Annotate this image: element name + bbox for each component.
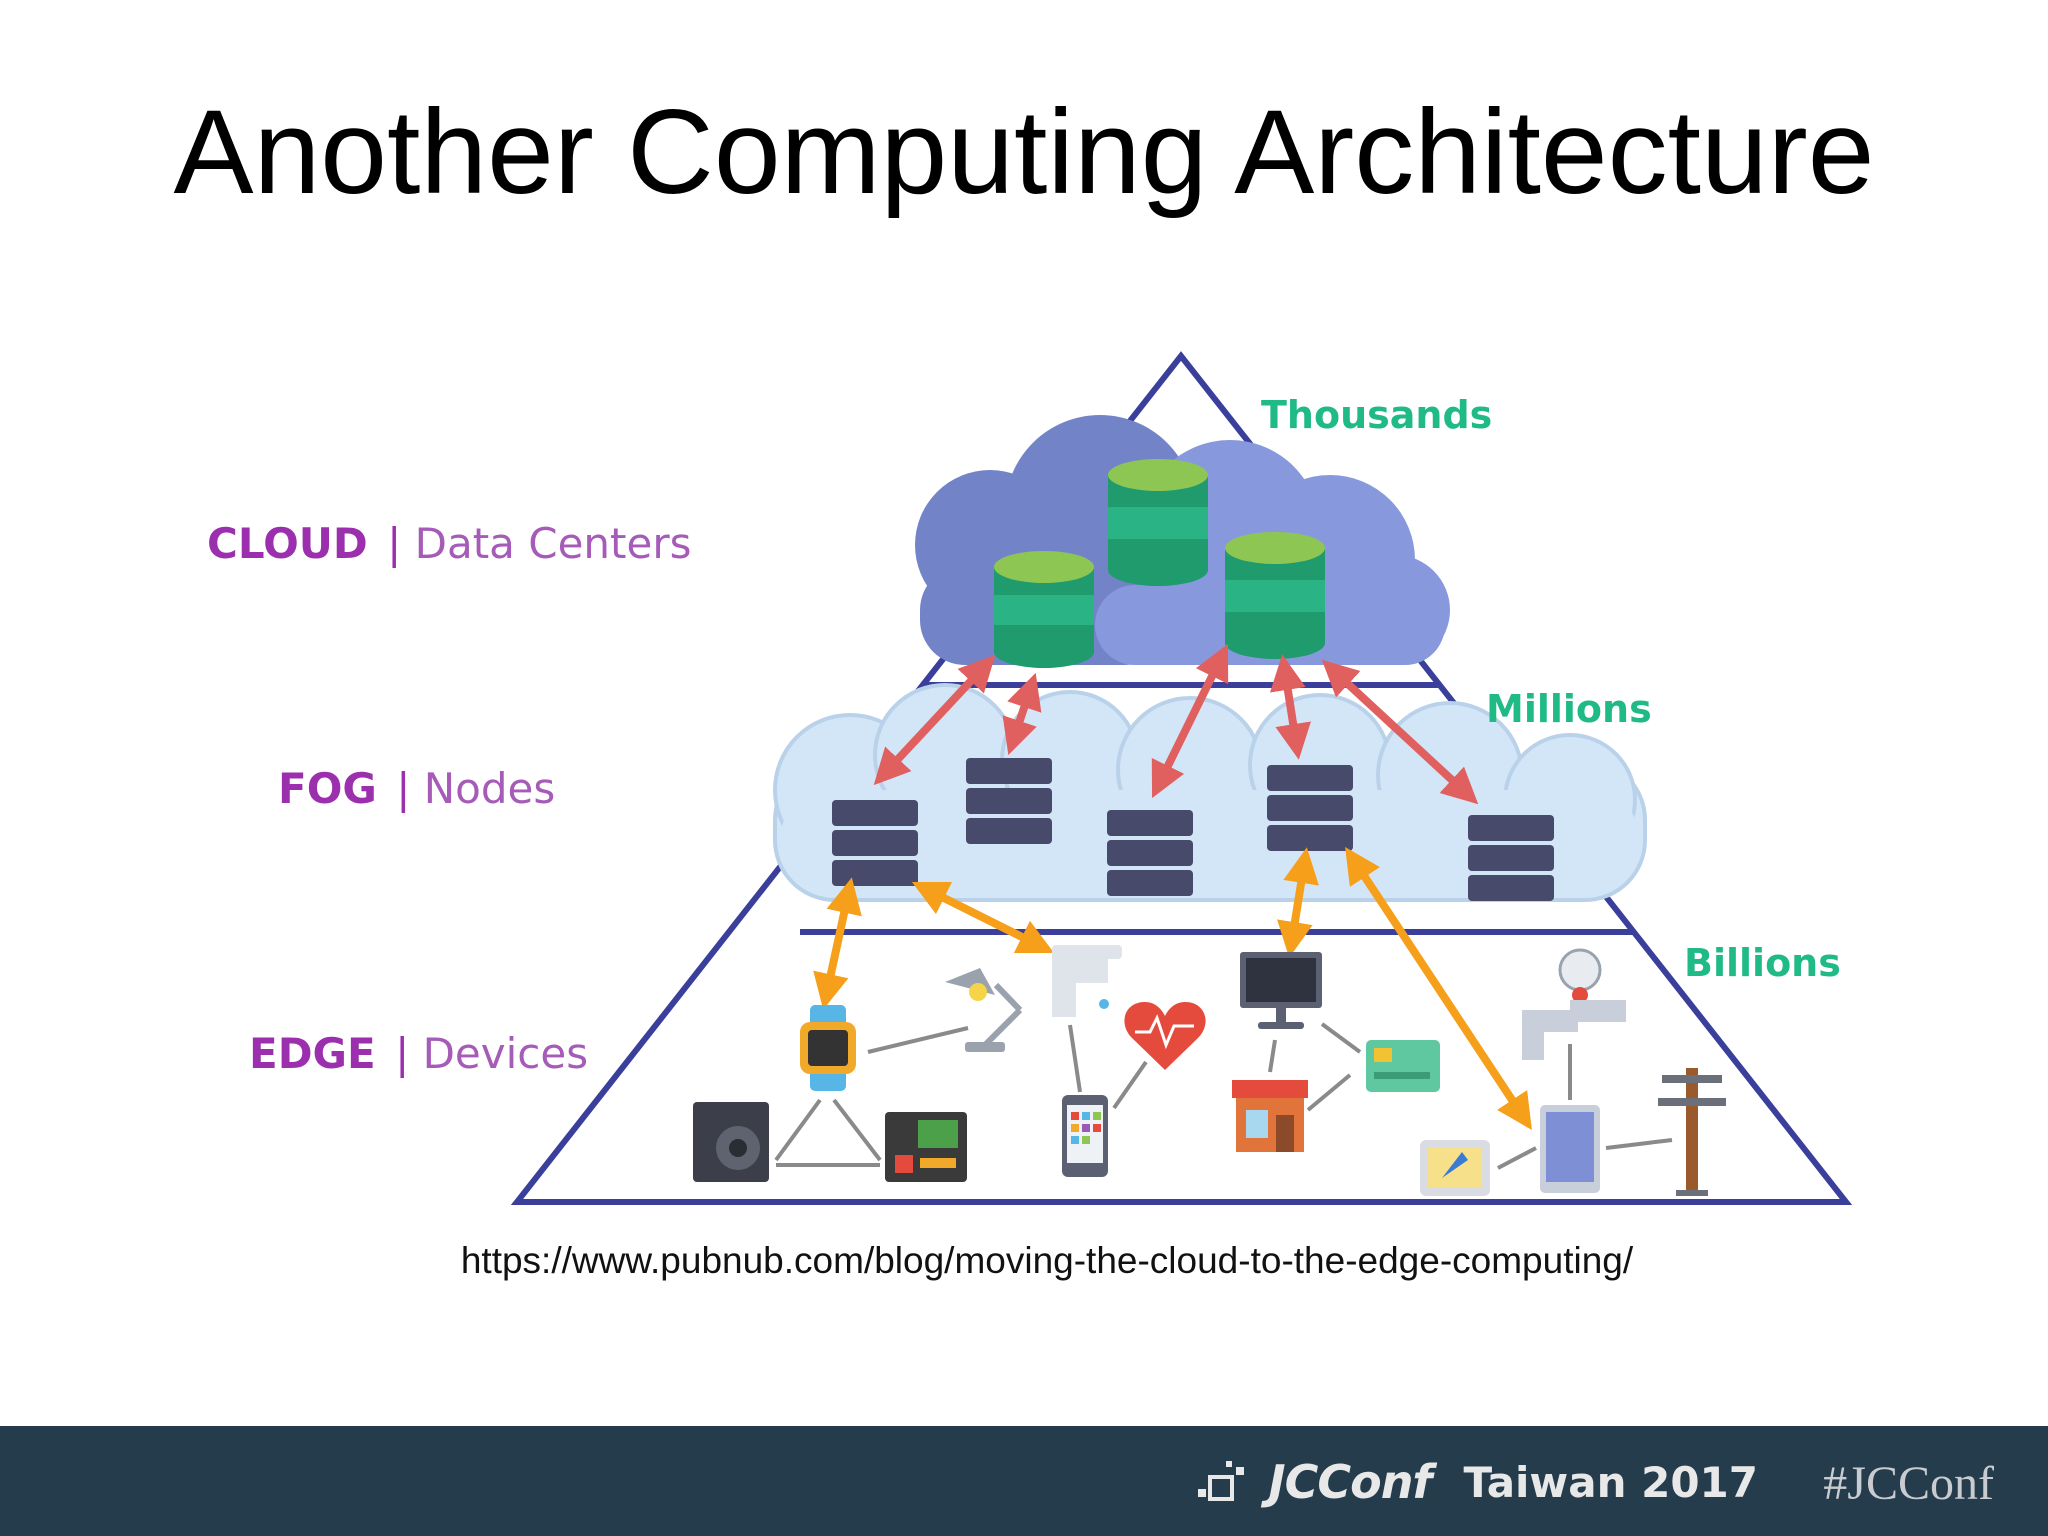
heart-rate-icon <box>1124 1002 1206 1070</box>
server-icon <box>966 758 1052 844</box>
router-icon <box>693 1102 769 1182</box>
footer-bar: JCConf Taiwan 2017 #JCConf <box>0 1426 2048 1536</box>
device-links <box>774 1022 1673 1170</box>
store-icon <box>1232 1080 1308 1152</box>
fog-edge-arrows <box>813 846 1532 1131</box>
server-icon <box>832 800 918 886</box>
logo-edition: Taiwan 2017 <box>1463 1457 1758 1507</box>
hashtag: #JCConf <box>1823 1457 1994 1510</box>
layer-name: EDGE <box>249 1029 376 1078</box>
layer-label-fog: FOG | Nodes <box>278 764 555 813</box>
layer-name: FOG <box>278 764 377 813</box>
gps-tablet-icon <box>1420 1140 1490 1196</box>
power-pole-icon <box>1658 1068 1726 1196</box>
smartphone-icon <box>1062 1095 1108 1177</box>
faucet-icon <box>1052 945 1122 1017</box>
water-meter-icon <box>1522 948 1626 1060</box>
smartwatch-icon <box>800 1005 856 1091</box>
svg-text:EDGE | Devices: EDGE | Devices <box>249 1029 588 1078</box>
layer-desc: Devices <box>423 1029 589 1078</box>
layer-name: CLOUD <box>207 519 368 568</box>
svg-text:CLOUD | Data Centers: CLOUD | Data Centers <box>207 519 692 568</box>
layer-desc: Nodes <box>424 764 556 813</box>
mobile-phone-icon <box>1540 1105 1600 1193</box>
credit-card-icon <box>1366 1040 1440 1092</box>
layer-label-edge: EDGE | Devices <box>249 1029 588 1078</box>
database-icon <box>994 551 1094 668</box>
count-label-edge: Billions <box>1684 941 1841 985</box>
server-icon <box>1267 765 1353 851</box>
svg-text:FOG | Nodes: FOG | Nodes <box>278 764 555 813</box>
layer-label-cloud: CLOUD | Data Centers <box>207 519 692 568</box>
server-icon <box>1468 815 1554 901</box>
server-icon <box>1107 810 1193 896</box>
logo-text: JCConf <box>1268 1455 1432 1509</box>
cloud-fog-arrows <box>873 643 1479 805</box>
layer-desc: Data Centers <box>415 519 692 568</box>
count-label-cloud: Thousands <box>1261 393 1492 437</box>
count-label-fog: Millions <box>1486 687 1652 731</box>
database-icon <box>1108 459 1208 586</box>
source-url: https://www.pubnub.com/blog/moving-the-c… <box>460 1240 1634 1281</box>
monitor-icon <box>1240 952 1322 1029</box>
jcconf-logo-icon <box>1198 1461 1245 1501</box>
slide-title: Another Computing Architecture <box>173 85 1875 219</box>
desk-lamp-icon <box>945 968 1023 1052</box>
circuit-board-icon <box>885 1112 967 1182</box>
jcconf-logo: JCConf Taiwan 2017 <box>1196 1452 1758 1512</box>
database-icon <box>1225 532 1325 659</box>
